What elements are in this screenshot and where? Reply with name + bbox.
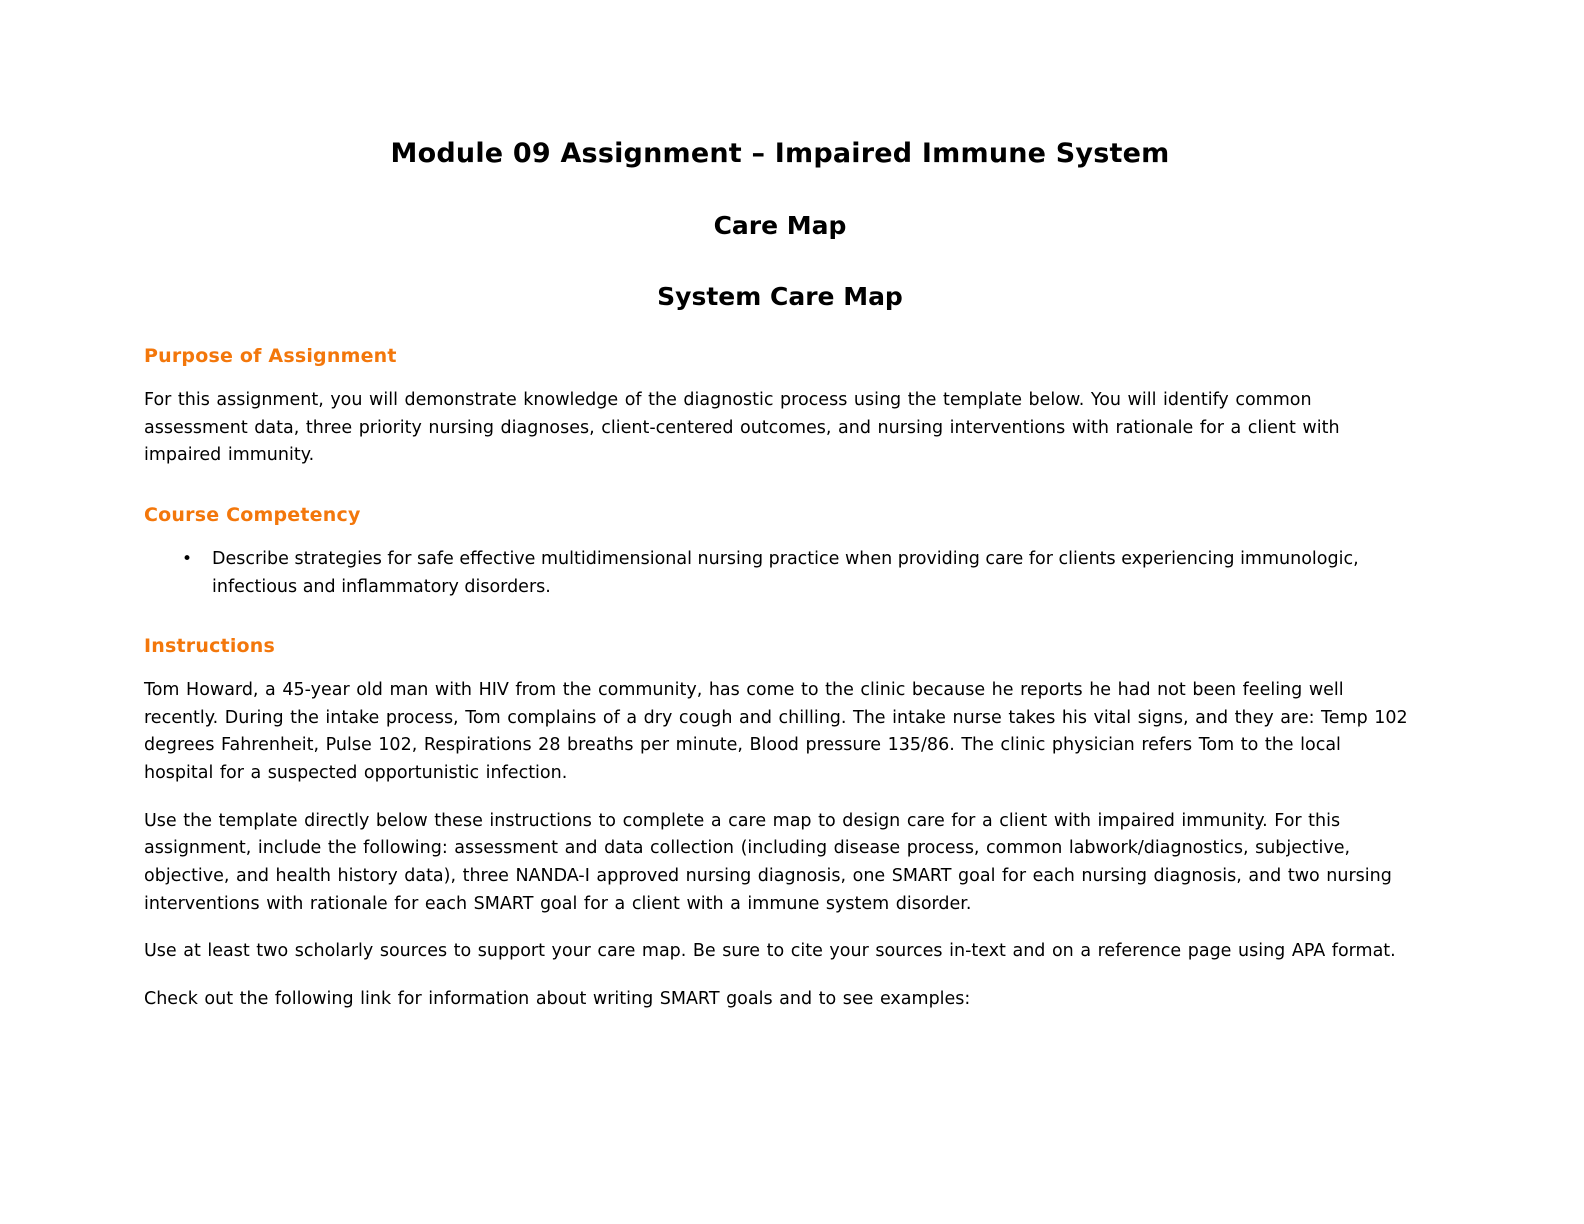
purpose-paragraph: For this assignment, you will demonstrat… xyxy=(144,390,1340,466)
bullet-icon: • xyxy=(182,548,193,569)
instructions-paragraph-scenario: Tom Howard, a 45-year old man with HIV f… xyxy=(144,680,1408,784)
section-purpose-of-assignment: Purpose of Assignment For this assignmen… xyxy=(144,345,1416,470)
section-heading-purpose: Purpose of Assignment xyxy=(144,345,397,367)
list-item: • Describe strategies for safe effective… xyxy=(144,546,1416,601)
section-instructions: Instructions Tom Howard, a 45-year old m… xyxy=(144,635,1416,1013)
document-title: Module 09 Assignment – Impaired Immune S… xyxy=(390,138,1170,169)
section-heading-instructions: Instructions xyxy=(144,635,276,658)
document-subtitle-care-map: Care Map xyxy=(713,211,847,240)
document-subtitle-system-care-map: System Care Map xyxy=(657,282,903,311)
instructions-paragraph-smart-link: Check out the following link for informa… xyxy=(144,988,971,1009)
section-course-competency: Course Competency • Describe strategies … xyxy=(144,504,1416,601)
competency-bullet-list: • Describe strategies for safe effective… xyxy=(144,546,1416,601)
instructions-paragraph-template: Use the template directly below these in… xyxy=(144,810,1392,914)
instructions-paragraph-sources: Use at least two scholarly sources to su… xyxy=(144,941,1396,962)
section-heading-course-competency: Course Competency xyxy=(144,503,361,526)
competency-bullet-text: Describe strategies for safe effective m… xyxy=(212,548,1359,597)
